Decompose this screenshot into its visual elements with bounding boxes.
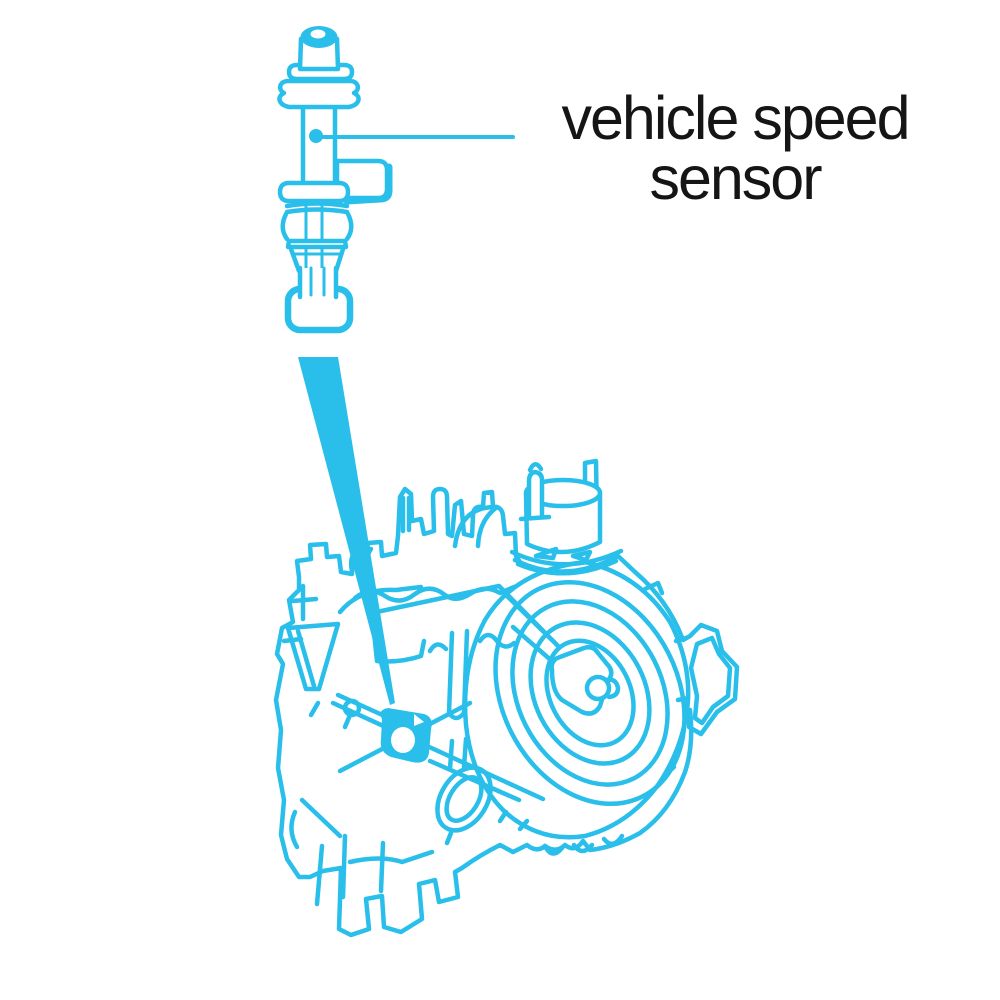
callout-label: vehicle speed sensor [510,84,960,212]
callout-label-line-2: sensor [649,144,822,212]
mounting-legs [289,797,625,907]
sensor-port [380,708,432,763]
torque-converter-rings [462,559,691,840]
converter-hub [510,624,621,716]
inspection-oval [435,765,493,833]
vehicle-speed-sensor-drawing [277,36,393,334]
pointer-wedge [298,357,395,705]
line-art [273,36,740,938]
top-cylinder [509,458,624,576]
transmission-housing-drawing [273,458,740,938]
filled-art [298,26,432,763]
side-flange [642,580,733,726]
callout-label-line-1: vehicle speed [561,84,910,152]
callout-dot [309,129,323,143]
